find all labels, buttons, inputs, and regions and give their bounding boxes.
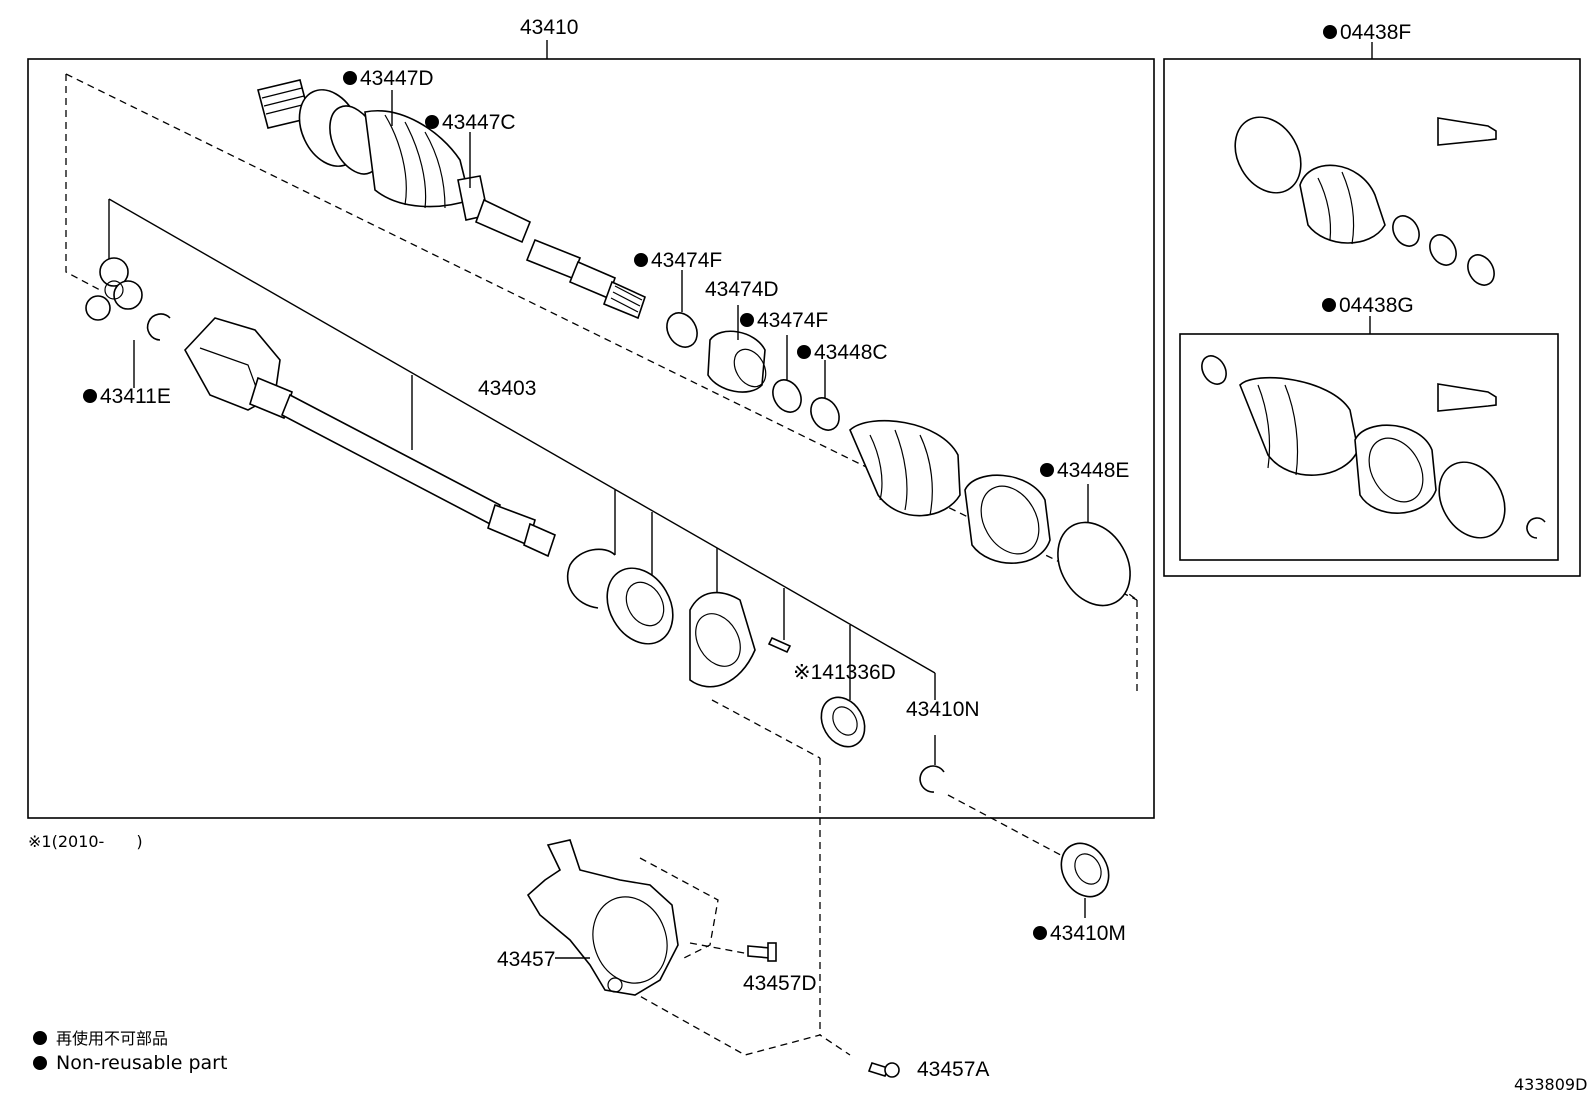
boot-band-43448E: [1057, 521, 1131, 607]
non-reusable-dot: [1323, 25, 1337, 39]
kit-clamp: [1392, 215, 1420, 247]
oil-seal-141336D: [820, 696, 866, 748]
non-reusable-dot: [634, 253, 648, 267]
kit-band-large-inner: [1438, 461, 1506, 539]
legend-dot: [33, 1056, 47, 1070]
snap-ring-43411E: [146, 313, 171, 341]
label-04438F[interactable]: 04438F: [1340, 21, 1411, 44]
label-43410N[interactable]: 43410N: [906, 698, 980, 721]
pin: [767, 636, 792, 654]
inner-boot: [849, 419, 961, 517]
label-43448E[interactable]: 43448E: [1057, 459, 1129, 482]
dust-seal-43410M: [1060, 842, 1110, 898]
non-reusable-dot: [83, 389, 97, 403]
kit-band-large: [1234, 116, 1302, 194]
non-reusable-dot: [425, 115, 439, 129]
label-43457D[interactable]: 43457D: [743, 972, 817, 995]
intermediate-shaft: [525, 238, 646, 320]
clamp-43474F-a: [666, 312, 698, 348]
kit-boot-inner: [1239, 376, 1359, 476]
non-reusable-dot: [740, 313, 754, 327]
clamp-43448C: [810, 397, 840, 431]
grease-tube: [1437, 383, 1497, 412]
label-43474F-b[interactable]: 43474F: [757, 309, 828, 332]
label-43403[interactable]: 43403: [478, 377, 536, 400]
label-43410[interactable]: 43410: [520, 16, 578, 39]
bearing-bracket-43457: [526, 839, 679, 996]
kit-clamp: [1429, 234, 1457, 266]
label-43457A[interactable]: 43457A: [917, 1058, 989, 1081]
dynamic-damper-43474D: [707, 330, 767, 393]
non-reusable-dot: [1033, 926, 1047, 940]
label-43474F-a[interactable]: 43474F: [651, 249, 722, 272]
legend-english: Non-reusable part: [56, 1052, 227, 1074]
label-43457[interactable]: 43457: [497, 948, 555, 971]
label-43411E[interactable]: 43411E: [100, 385, 171, 408]
bolt-43457A: [867, 1062, 900, 1078]
legend-japanese: 再使用不可部品: [56, 1029, 168, 1048]
kit-clamp: [1201, 355, 1227, 385]
kit-frame-04438G: [1179, 333, 1559, 561]
bearing: [606, 567, 674, 645]
bearing-bracket: [689, 591, 756, 688]
snap-ring-43410N: [919, 765, 945, 793]
non-reusable-dot: [1322, 298, 1336, 312]
non-reusable-dot: [1040, 463, 1054, 477]
assembly-frame: [27, 58, 1155, 819]
label-43474D[interactable]: 43474D: [705, 278, 779, 301]
kit-boot-adapter: [1354, 424, 1437, 514]
label-141336D[interactable]: ※141336D: [793, 661, 896, 684]
kit-snap-ring: [1526, 517, 1546, 539]
footnote: ※1(2010- ): [28, 832, 143, 851]
label-43447D[interactable]: 43447D: [360, 67, 434, 90]
legend-dot: [33, 1031, 47, 1045]
label-43448C[interactable]: 43448C: [814, 341, 888, 364]
label-04438G[interactable]: 04438G: [1339, 294, 1414, 317]
boot-adapter: [964, 474, 1051, 564]
label-43410M[interactable]: 43410M: [1050, 922, 1126, 945]
snap-ring: [566, 548, 616, 609]
grease-tube: [1437, 117, 1497, 146]
bolt-43457D: [747, 942, 777, 962]
kit-clamp: [1467, 254, 1495, 286]
non-reusable-dot: [343, 71, 357, 85]
label-43447C[interactable]: 43447C: [442, 111, 516, 134]
inner-shaft-43403: [184, 317, 556, 558]
drawing-number: 433809D: [1514, 1075, 1587, 1094]
clamp-43474F-b: [772, 379, 802, 413]
outer-cv-joint: [257, 79, 532, 244]
tripod-joint: [85, 257, 143, 321]
kit-boot: [1299, 164, 1386, 245]
non-reusable-dot: [797, 345, 811, 359]
